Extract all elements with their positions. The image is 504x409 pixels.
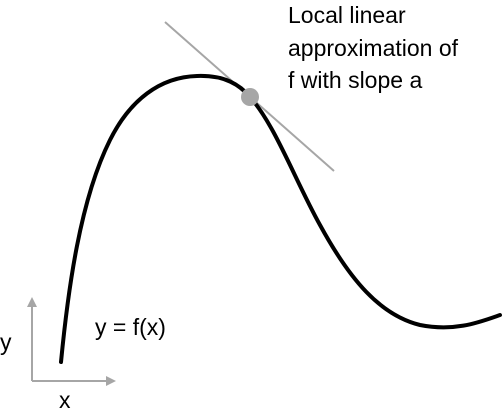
annotation-line-1: Local linear <box>288 2 406 28</box>
x-axis-label: x <box>59 387 71 409</box>
annotation-line-2: approximation of <box>288 35 459 61</box>
function-label: y = f(x) <box>95 314 166 340</box>
y-axis-label: y <box>0 329 12 355</box>
annotation-line-3: f with slope a <box>288 67 422 93</box>
tangent-point <box>241 88 259 106</box>
